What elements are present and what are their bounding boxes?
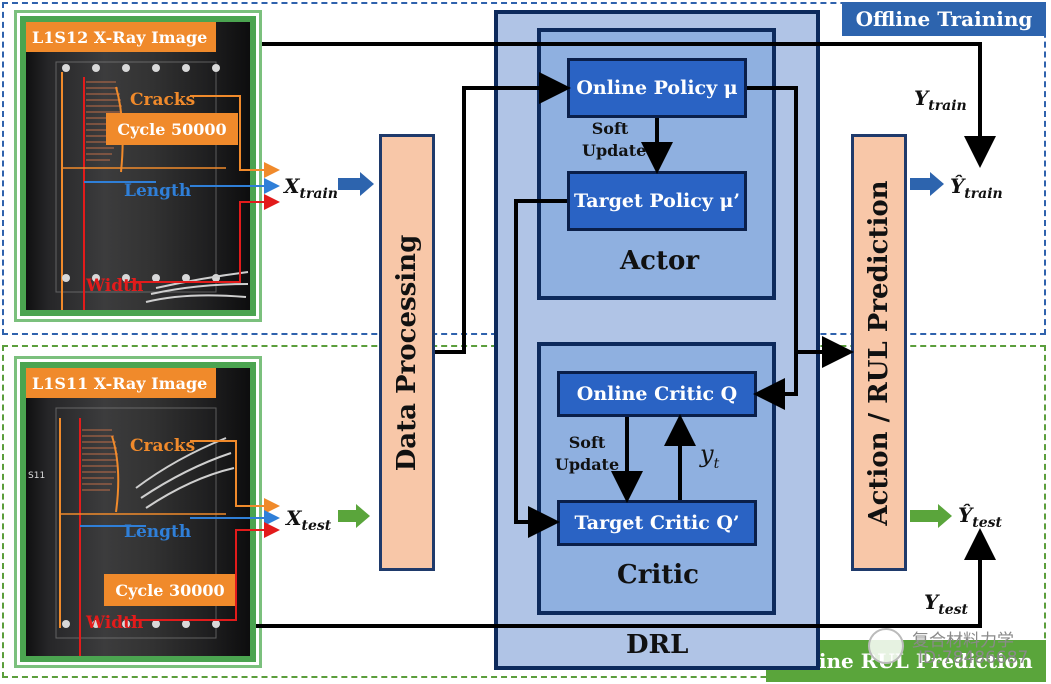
drl-label: DRL: [626, 630, 689, 660]
train-cycle-label: Cycle 50000: [106, 113, 238, 145]
x-train-label: Xtrain: [284, 174, 338, 202]
svg-text:S11: S11: [28, 471, 45, 481]
train-length-label: Length: [124, 181, 192, 201]
y-train-label: Ytrain: [914, 86, 967, 114]
offline-training-label: Offline Training: [842, 2, 1046, 36]
online-critic-node: Online Critic Q: [557, 371, 757, 417]
yt-label: yt: [700, 440, 720, 472]
train-cracks-label: Cracks: [130, 90, 196, 110]
test-cracks-label: Cracks: [130, 436, 196, 456]
critic-label: Critic: [617, 560, 699, 590]
test-xray-drawing: S11: [28, 407, 235, 656]
test-xray-image: S11 L1S11 X-Ray Image Cracks Length Cycl…: [14, 356, 262, 668]
y-test-label: Ytest: [924, 590, 969, 618]
data-processing-block: Data Processing: [379, 134, 435, 571]
yhat-train-label: Ŷtrain: [950, 174, 1003, 202]
test-width-label: Width: [86, 613, 144, 633]
test-xray-title: L1S11 X-Ray Image: [26, 368, 216, 398]
x-test-label: Xtest: [286, 506, 332, 534]
online-policy-node: Online Policy μ: [567, 58, 747, 118]
target-critic-node: Target Critic Q’: [557, 500, 757, 546]
train-width-label: Width: [86, 276, 144, 296]
train-xray-title: L1S12 X-Ray Image: [26, 22, 216, 52]
target-policy-node: Target Policy μ’: [567, 171, 747, 231]
watermark-text: 复合材料力学: [912, 631, 1014, 651]
test-cycle-label: Cycle 30000: [104, 574, 236, 606]
watermark-id: ID:78486687: [918, 648, 1029, 668]
watermark-logo-icon: [868, 628, 904, 664]
yhat-test-label: Ŷtest: [958, 503, 1003, 531]
actor-label: Actor: [620, 246, 700, 276]
test-length-label: Length: [124, 522, 192, 542]
train-xray-image: L1S12 X-Ray Image Cracks Cycle 50000 Len…: [14, 10, 262, 322]
